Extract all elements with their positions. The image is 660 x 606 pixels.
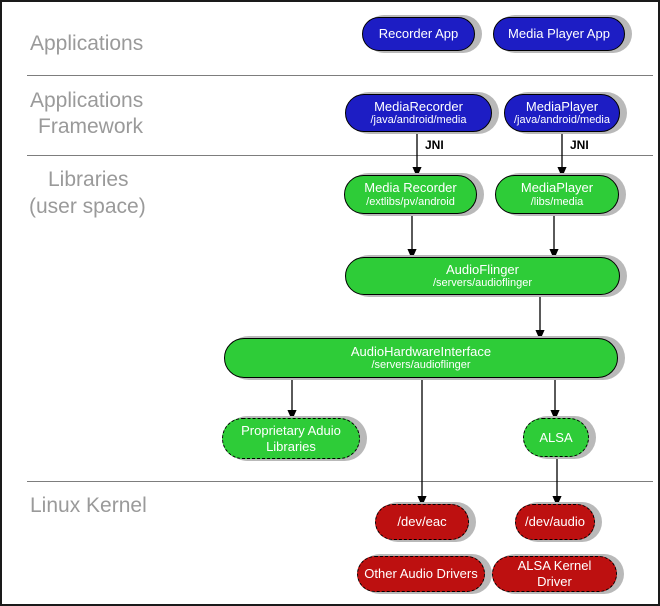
section-label-applications-framework-line1: Applications [30,89,144,112]
divider-framework-libraries [27,155,653,156]
section-label-libraries-line2: (user space) [29,195,146,218]
section-label-libraries-line1: Libraries [48,168,129,191]
node-label: /dev/audio [525,514,585,530]
node-label: Proprietary Aduio Libraries [241,422,341,454]
node-dev-eac: /dev/eac [375,504,469,540]
node-label: AudioFlinger [446,261,519,277]
node-audioflinger: AudioFlinger /servers/audioflinger [345,257,620,295]
node-label: ALSA Kernel Driver [517,558,592,589]
node-media-player-app: Media Player App [493,17,625,51]
node-mediaplayer-framework: MediaPlayer /java/android/media [504,94,620,132]
node-path: /java/android/media [513,114,610,127]
node-dev-audio: /dev/audio [515,504,595,540]
node-path: /servers/audioflinger [432,277,533,290]
jni-label-right: JNI [570,138,589,152]
node-alsa-kernel-driver: ALSA Kernel Driver [492,556,617,592]
divider-libraries-kernel [27,481,653,482]
jni-label-left: JNI [425,138,444,152]
node-path: /extlibs/pv/android [366,195,455,208]
node-label: AudioHardwareInterface [350,343,492,359]
node-label: Media Recorder [364,180,457,196]
node-media-recorder-library: Media Recorder /extlibs/pv/android [344,175,477,214]
section-label-applications-framework-line2: Framework [38,115,144,138]
section-label-applications: Applications [30,32,144,55]
node-path: /servers/audioflinger [371,359,471,372]
node-label: MediaPlayer [525,98,599,114]
node-other-audio-drivers: Other Audio Drivers [357,556,485,592]
divider-applications-framework [27,75,653,76]
node-label: MediaRecorder [374,98,463,114]
node-label: Recorder App [378,26,459,42]
node-mediarecorder-framework: MediaRecorder /java/android/media [345,94,492,132]
node-alsa: ALSA [523,418,589,457]
node-label: ALSA [539,429,573,445]
node-audiohardwareinterface: AudioHardwareInterface /servers/audiofli… [224,338,618,378]
node-label: MediaPlayer [520,180,594,196]
section-label-linux-kernel: Linux Kernel [30,494,147,517]
node-path: /libs/media [530,195,584,208]
node-label: /dev/eac [397,514,447,530]
node-label: Other Audio Drivers [364,566,478,582]
node-mediaplayer-library: MediaPlayer /libs/media [495,175,619,214]
node-label: Media Player App [508,26,610,42]
node-recorder-app: Recorder App [362,17,475,51]
node-path: /java/android/media [370,114,467,127]
node-proprietary-audio-libraries: Proprietary Aduio Libraries [222,418,360,459]
